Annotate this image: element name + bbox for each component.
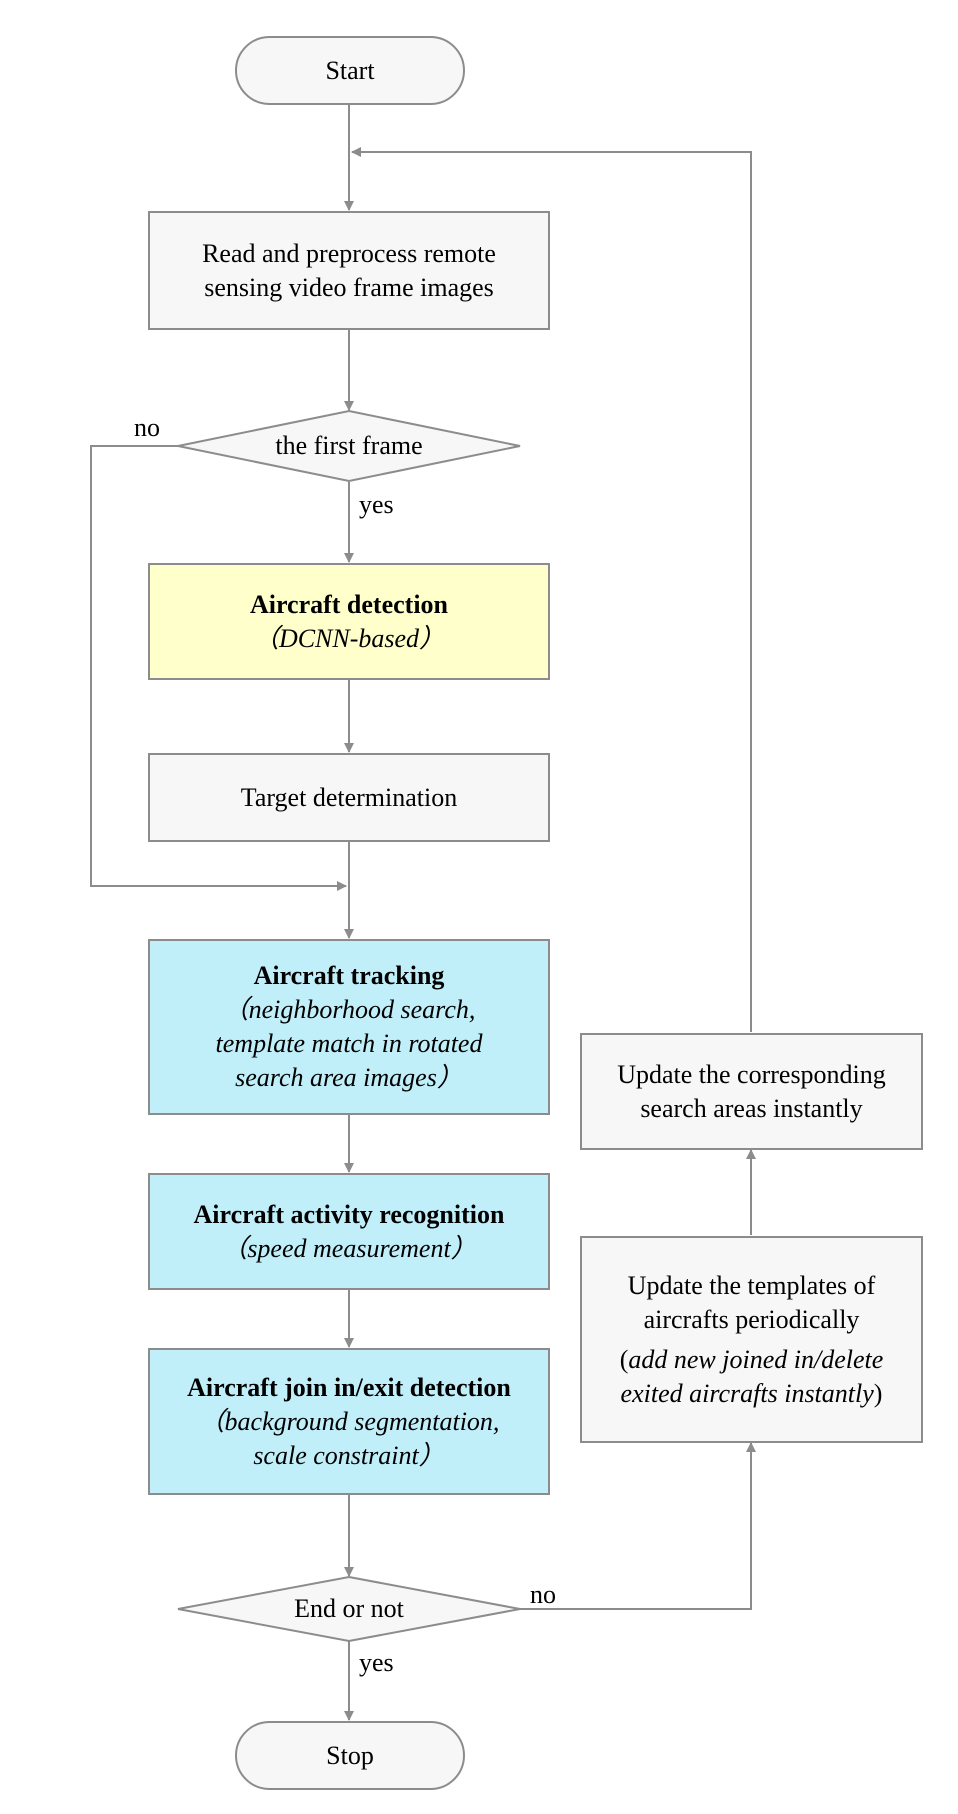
join-exit-detection-box: Aircraft join in/exit detection （backgro… xyxy=(148,1348,550,1495)
detection-title: Aircraft detection xyxy=(249,589,449,619)
first-frame-no-label: no xyxy=(134,413,160,442)
activity-recognition-box: Aircraft activity recognition （speed mea… xyxy=(148,1173,550,1290)
update-templates-italic-1: add new joined in/delete xyxy=(628,1344,884,1374)
update-templates-italic-2: exited aircrafts instantly xyxy=(620,1378,874,1408)
read-line-1: Read and preprocess remote xyxy=(202,238,496,268)
paren-close: ) xyxy=(873,1378,883,1408)
aircraft-detection-box: Aircraft detection （DCNN-based） xyxy=(148,563,550,680)
end-no-label: no xyxy=(530,1580,556,1609)
stop-terminal: Stop xyxy=(235,1721,465,1790)
update-templates-line-3: (add new joined in/delete xyxy=(620,1343,884,1377)
end-or-not-diamond xyxy=(177,1575,521,1643)
end-or-not-label: End or not xyxy=(294,1594,404,1623)
tracking-title: Aircraft tracking xyxy=(253,961,445,990)
update-templates-box: Update the templates of aircrafts period… xyxy=(580,1236,923,1443)
edge-end-no xyxy=(520,1442,756,1610)
join-sub-2: scale constraint） xyxy=(253,1440,445,1470)
tracking-sub-3: search area images） xyxy=(235,1063,463,1092)
target-label: Target determination xyxy=(240,782,458,812)
detection-subtitle: （DCNN-based） xyxy=(252,623,446,653)
read-line-2: sensing video frame images xyxy=(204,272,494,302)
start-label: Start xyxy=(325,55,375,85)
stop-label: Stop xyxy=(326,1740,374,1770)
paren-open: ( xyxy=(619,1344,629,1374)
target-determination-box: Target determination xyxy=(148,753,550,842)
edge-firstframe-no xyxy=(90,445,347,891)
activity-subtitle: （speed measurement） xyxy=(221,1233,477,1263)
update-search-areas-box: Update the corresponding search areas in… xyxy=(580,1033,923,1150)
aircraft-tracking-box: Aircraft tracking （neighborhood search, … xyxy=(148,939,550,1115)
update-templates-line-4: exited aircrafts instantly) xyxy=(621,1377,883,1411)
tracking-sub-1: （neighborhood search, xyxy=(222,995,476,1024)
edge-loop-back xyxy=(351,147,752,1032)
read-preprocess-box: Read and preprocess remote sensing video… xyxy=(148,211,550,330)
join-sub-1: （background segmentation, xyxy=(198,1406,500,1436)
update-templates-line-1: Update the templates of xyxy=(627,1270,876,1300)
first-frame-diamond xyxy=(177,409,521,483)
first-frame-label: the first frame xyxy=(275,431,423,460)
join-title: Aircraft join in/exit detection xyxy=(187,1372,511,1402)
first-frame-yes-label: yes xyxy=(359,490,394,519)
end-yes-label: yes xyxy=(359,1648,394,1677)
activity-title: Aircraft activity recognition xyxy=(193,1199,505,1229)
update-areas-line-1: Update the corresponding xyxy=(617,1059,886,1089)
start-terminal: Start xyxy=(235,36,465,105)
update-templates-line-2: aircrafts periodically xyxy=(643,1304,860,1334)
tracking-sub-2: template match in rotated xyxy=(215,1029,483,1058)
update-areas-line-2: search areas instantly xyxy=(640,1093,863,1123)
